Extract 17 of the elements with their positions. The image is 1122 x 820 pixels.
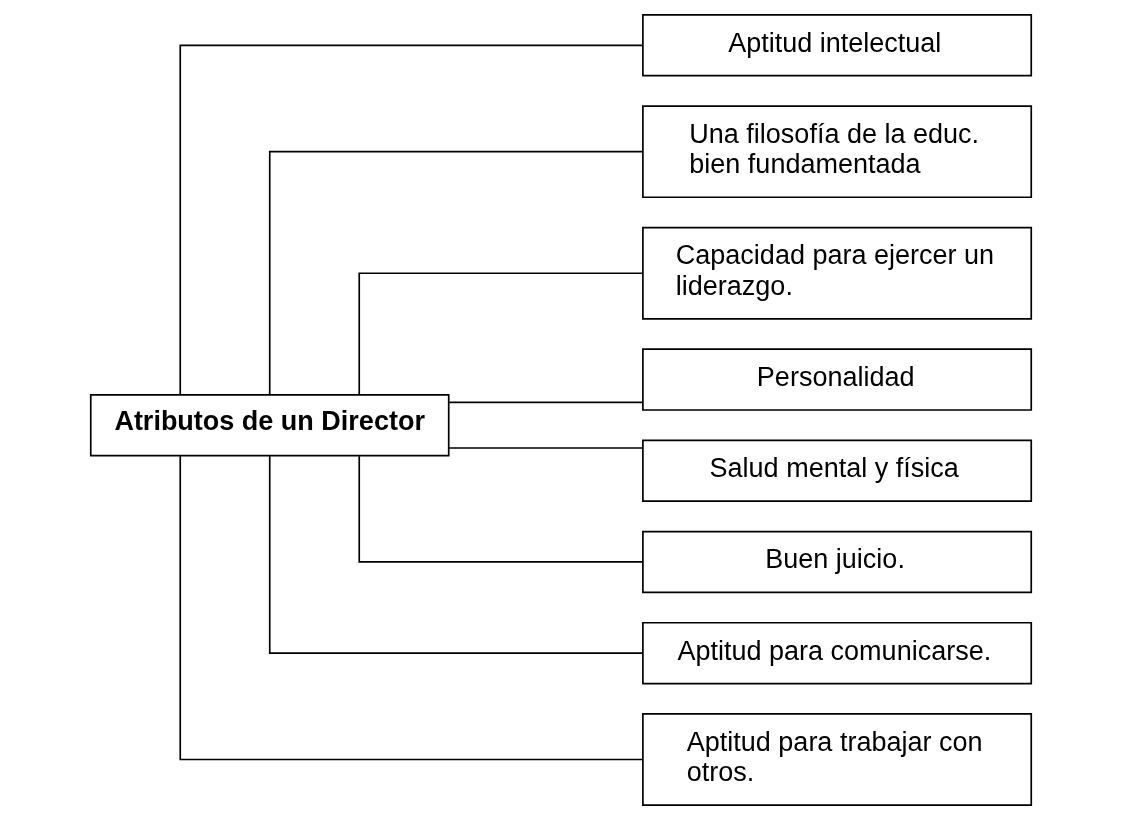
- node-box: Una filosofía de la educ. bien fundamentada: [642, 105, 1033, 199]
- node-box: Salud mental y física: [642, 439, 1033, 503]
- connector: [268, 455, 644, 654]
- connector: [358, 455, 644, 563]
- connector: [179, 44, 644, 396]
- connector: [268, 150, 644, 396]
- node-box: Buen juicio.: [642, 530, 1033, 594]
- node-box: Personalidad: [642, 348, 1033, 411]
- node-box: Aptitud para comunicarse.: [642, 621, 1033, 685]
- node-box: Atributos de un Director: [89, 393, 450, 457]
- connector: [358, 272, 644, 396]
- node-box: Aptitud para trabajar con otros.: [642, 713, 1033, 806]
- connector: [448, 447, 644, 449]
- connector: [179, 455, 644, 761]
- node-box: Aptitud intelectual: [642, 14, 1033, 77]
- node-box: Capacidad para ejercer un liderazgo.: [642, 226, 1033, 320]
- connector: [448, 401, 644, 404]
